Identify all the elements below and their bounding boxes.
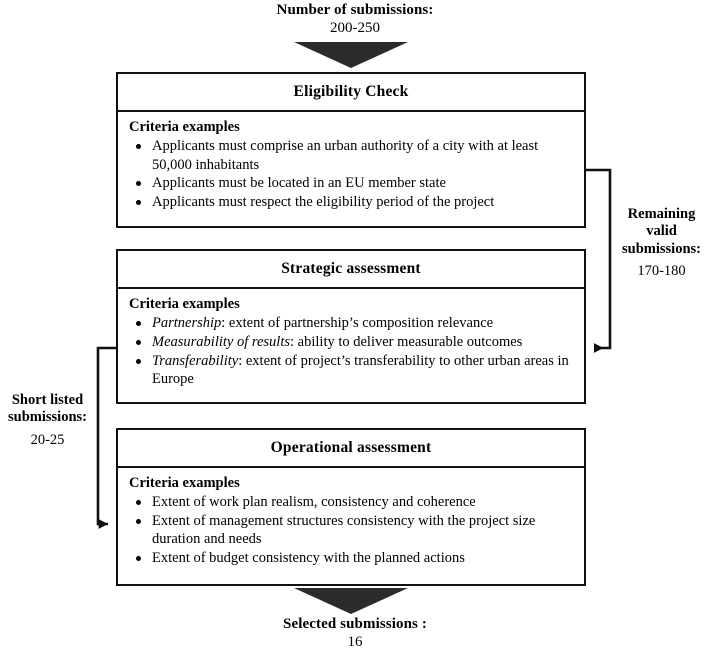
stage-body-operational-assessment: Criteria examples Extent of work plan re… — [118, 468, 584, 575]
bottom-flow-caption: Selected submissions : 16 — [234, 616, 476, 651]
criteria-item: Applicants must respect the eligibility … — [128, 193, 574, 211]
stage-header-operational-assessment: Operational assessment — [118, 430, 584, 468]
connector-eligibility-to-strategic — [586, 168, 612, 353]
criteria-list: Applicants must comprise an urban author… — [128, 137, 574, 212]
criteria-label: Criteria examples — [129, 296, 240, 312]
criteria-text: Extent of work plan realism, consistency… — [152, 494, 476, 511]
criteria-text: Applicants must respect the eligibility … — [152, 194, 495, 211]
side-label-remaining-valid: Remaining valid submissions: 170-180 — [614, 206, 709, 281]
criteria-item: Extent of work plan realism, consistency… — [128, 493, 574, 511]
connector-strategic-to-operational — [96, 346, 116, 529]
side-label-line: submissions: — [622, 240, 701, 257]
stage-box-strategic-assessment: Strategic assessment Criteria examples P… — [116, 249, 586, 404]
side-label-line: Remaining — [627, 206, 696, 222]
side-label-line: Short listed — [11, 392, 84, 408]
criteria-item: Transferability: extent of project’s tra… — [128, 352, 574, 389]
criteria-text: Extent of management structures consiste… — [152, 513, 536, 548]
criteria-item: Extent of budget consistency with the pl… — [128, 549, 574, 567]
top-down-arrow-icon — [294, 42, 408, 68]
top-flow-title: Number of submissions: — [276, 2, 434, 18]
criteria-item: Partnership: extent of partnership’s com… — [128, 314, 574, 332]
stage-body-strategic-assessment: Criteria examples Partnership: extent of… — [118, 289, 584, 396]
criteria-item: Applicants must comprise an urban author… — [128, 137, 574, 174]
stage-body-eligibility-check: Criteria examples Applicants must compri… — [118, 112, 584, 219]
bottom-flow-title: Selected submissions : — [283, 616, 427, 632]
bottom-down-arrow-icon — [294, 588, 408, 614]
criteria-lead: Partnership — [152, 315, 222, 332]
stage-box-operational-assessment: Operational assessment Criteria examples… — [116, 428, 586, 586]
criteria-list: Partnership: extent of partnership’s com… — [128, 314, 574, 389]
criteria-item: Extent of management structures consiste… — [128, 512, 574, 549]
stage-header-strategic-assessment: Strategic assessment — [118, 251, 584, 289]
top-flow-value: 200-250 — [330, 19, 380, 36]
criteria-list: Extent of work plan realism, consistency… — [128, 493, 574, 568]
criteria-text: : extent of project’s transferability to… — [152, 352, 569, 388]
stage-title: Operational assessment — [270, 439, 432, 456]
bottom-flow-value: 16 — [347, 633, 363, 650]
criteria-text: Extent of budget consistency with the pl… — [152, 550, 465, 567]
criteria-text: Applicants must comprise an urban author… — [152, 138, 539, 173]
stage-title: Eligibility Check — [293, 83, 409, 100]
criteria-text: : extent of partnership’s composition re… — [221, 315, 494, 332]
criteria-lead: Transferability — [152, 352, 239, 369]
criteria-text: : ability to deliver measurable outcomes — [290, 334, 523, 351]
stage-title: Strategic assessment — [281, 260, 421, 277]
side-label-value: 170-180 — [637, 263, 686, 280]
side-label-line: valid — [646, 223, 677, 240]
criteria-lead: Measurability of results — [152, 334, 291, 351]
side-label-line: submissions: — [8, 409, 87, 426]
side-label-value: 20-25 — [30, 431, 65, 448]
criteria-item: Applicants must be located in an EU memb… — [128, 174, 574, 192]
criteria-label: Criteria examples — [129, 119, 240, 135]
top-flow-caption: Number of submissions: 200-250 — [234, 2, 476, 37]
criteria-label: Criteria examples — [129, 475, 240, 491]
criteria-text: Applicants must be located in an EU memb… — [152, 175, 446, 192]
stage-header-eligibility-check: Eligibility Check — [118, 74, 584, 112]
stage-box-eligibility-check: Eligibility Check Criteria examples Appl… — [116, 72, 586, 228]
criteria-item: Measurability of results: ability to del… — [128, 333, 574, 351]
side-label-short-listed: Short listed submissions: 20-25 — [0, 392, 95, 449]
